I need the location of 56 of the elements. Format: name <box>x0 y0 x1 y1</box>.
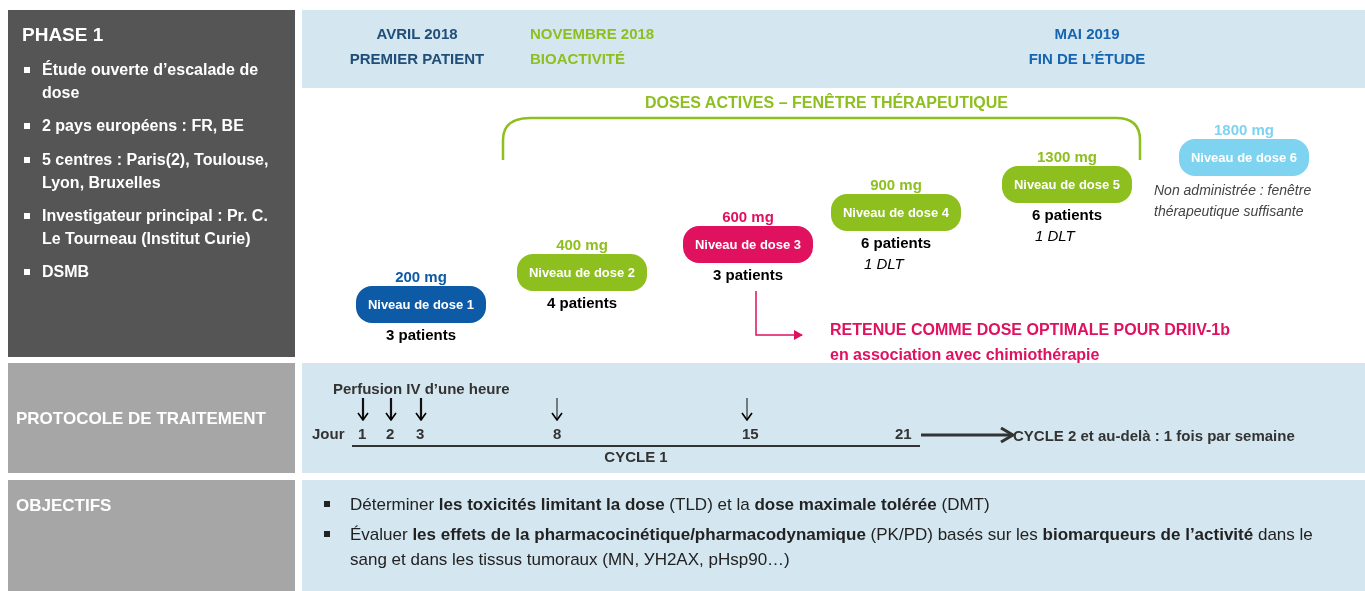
arrow <box>921 426 1015 444</box>
milestone-text: NOVEMBRE 2018 <box>530 24 656 44</box>
milestone-text: FIN DE L’ÉTUDE <box>1027 48 1147 69</box>
dose-amount: 400 mg <box>556 236 608 253</box>
bullet-text: DSMB <box>42 263 90 281</box>
day-number: 15 <box>742 425 759 442</box>
milestone-text: AVRIL 2018 <box>375 24 459 44</box>
dose-level-pill: Niveau de dose 1 <box>355 286 487 323</box>
day-number: 3 <box>416 425 425 442</box>
dlt-note: 1 DLT <box>863 255 906 272</box>
bullet-text: 5 centres : Paris(2), Toulouse, Lyon, Bruxelles <box>42 150 269 191</box>
dose-amount: 200 mg <box>395 268 447 285</box>
milestone-text: MAI 2019 <box>1053 24 1121 44</box>
bullet-text: Étude ouverte d’escalade de dose <box>42 61 259 102</box>
milestone-text: PREMIER PATIENT <box>348 48 486 69</box>
patient-count: 4 patients <box>546 294 618 311</box>
cycle-label: CYCLE 1 <box>604 448 668 465</box>
patient-count: 6 patients <box>1031 206 1103 223</box>
dlt-note: 1 DLT <box>1034 227 1077 244</box>
dose-amount: 600 mg <box>722 208 774 225</box>
objective-text: Déterminer les toxicités limitant la dose (TLD) et la dose maximale tolérée (DMT) <box>350 495 990 514</box>
dose-level-pill: Niveau de dose 4 <box>830 194 962 231</box>
day-number: 8 <box>553 425 562 442</box>
section-title: OBJECTIFS <box>16 496 112 516</box>
dose-amount: 900 mg <box>870 176 922 193</box>
dose-level-pill: Niveau de dose 5 <box>1001 166 1133 203</box>
patient-count: 3 patients <box>712 266 784 283</box>
bullet-text: 2 pays européens : FR, BE <box>42 117 244 135</box>
dose-level-pill: Niveau de dose 3 <box>682 226 814 263</box>
axis-label: Jour <box>312 425 345 442</box>
section-title: PROTOCOLE DE TRAITEMENT <box>16 409 266 429</box>
objectives-band <box>302 480 1365 591</box>
cycle-note: CYCLE 2 et au-delà : 1 fois par semaine <box>1013 426 1295 446</box>
timeline-band <box>302 10 1365 88</box>
panel-heading: PHASE 1 <box>22 24 104 46</box>
arrow <box>755 290 803 340</box>
patient-count: 3 patients <box>385 326 457 343</box>
dose-amount: 1300 mg <box>1036 148 1097 165</box>
bullet-text: Investigateur principal : Pr. C. Le Tourneau (Institut Curie) <box>42 206 268 248</box>
objective-text: Évaluer les effets de la pharmacocinétique/pharmacodynamique (PK/PD) basés sur les biomarqueurs de l’activité dans le sang et dans les tissus tumoraux (MN, УH2AX, pHsp90…) <box>350 524 1313 569</box>
protocol-band <box>302 363 1365 473</box>
dose-amount: 1800 mg <box>1213 121 1274 138</box>
info-panel <box>8 10 295 357</box>
note-text: Non administrée : fenêtre thérapeutique suffisante <box>1154 181 1313 221</box>
dose-level-pill: Niveau de dose 2 <box>516 254 648 291</box>
infusion-label: Perfusion IV d’une heure <box>333 380 510 397</box>
section-header <box>8 480 295 591</box>
day-number: 2 <box>386 425 395 442</box>
patient-count: 6 patients <box>860 234 932 251</box>
section-header <box>8 363 295 473</box>
dose-level-pill: Niveau de dose 6 <box>1178 139 1310 176</box>
highlight-text: en association avec chimiothérapie <box>830 344 1101 365</box>
day-number: 21 <box>895 425 912 442</box>
milestone-text: BIOACTIVITÉ <box>530 48 626 69</box>
day-number: 1 <box>358 425 367 442</box>
highlight-text: RETENUE COMME DOSE OPTIMALE POUR DRIIV-1b <box>830 320 1231 340</box>
